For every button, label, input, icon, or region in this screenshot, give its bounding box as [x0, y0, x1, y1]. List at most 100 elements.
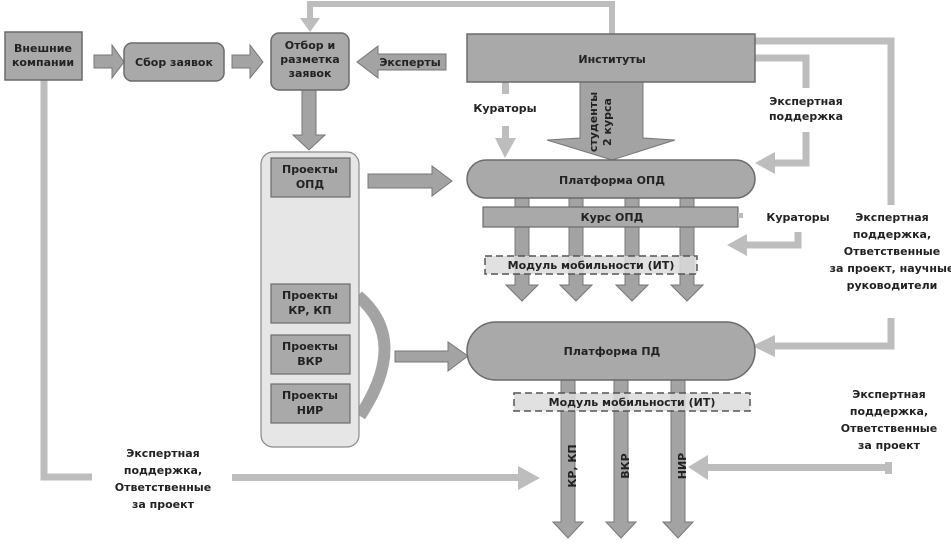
- bracket-pd-projects: [353, 291, 391, 420]
- connector-expert-support-3-h: [232, 474, 522, 481]
- text-line: Платформа ПД: [564, 345, 661, 358]
- expert-support-3-label: Экспертная поддержка, Ответственные за прое…: [115, 447, 211, 511]
- arrowhead-curators-right: [727, 234, 747, 256]
- arrow-external-to-collect: [93, 43, 125, 80]
- box-projects-opd: [270, 157, 351, 198]
- curators-top-label: Кураторы: [473, 102, 536, 115]
- text-line: НИР: [297, 404, 323, 417]
- arrow-projects-opd-to-platform: [367, 165, 453, 197]
- text-line: Отбор и: [285, 39, 335, 52]
- text-line: Кураторы: [766, 211, 829, 224]
- experts-label: Эксперты: [379, 56, 440, 69]
- connector-expert-support-2-bottom: [770, 318, 895, 350]
- arrow-students: [546, 81, 676, 161]
- connector-expert-support-1: [755, 54, 810, 88]
- arrowhead-selection-top: [300, 18, 320, 32]
- text-line: заявок: [289, 67, 332, 80]
- connector-expert-support-2-top: [755, 37, 895, 205]
- text-line: Проекты: [282, 289, 338, 302]
- arrowhead-curators-top: [495, 138, 516, 158]
- box-platform-pd: [466, 321, 756, 381]
- mobility-module-1-label: Модуль мобильности (ИТ): [508, 259, 675, 272]
- expert-support-4-label: Экспертная поддержка, Ответственные за прое…: [841, 388, 937, 452]
- arrowhead-expert-support-1: [755, 152, 775, 174]
- out-nir-label: НИР: [676, 453, 689, 479]
- text-line: Ответственные: [844, 245, 940, 258]
- arrowhead-expert-support-2: [752, 335, 775, 357]
- text-line: Ответственные: [115, 481, 211, 494]
- box-select-requests: [270, 32, 350, 91]
- text-line: поддержка: [769, 110, 843, 123]
- text-line: ВКР: [297, 355, 322, 368]
- text-line: за проект, научные: [830, 262, 951, 275]
- text-line: Модуль мобильности (ИТ): [508, 259, 675, 272]
- text-line: Внешние: [14, 42, 72, 55]
- text-line: Ответственные: [841, 422, 937, 435]
- connector-curators-right: [745, 232, 802, 249]
- connector-institutes-to-selection: [307, 1, 615, 34]
- text-line: ВКР: [619, 453, 632, 478]
- arrow-select-to-projects: [291, 89, 327, 151]
- text-line: Кураторы: [473, 102, 536, 115]
- platform-pd-label: Платформа ПД: [564, 345, 661, 358]
- text-line: КР, КП: [566, 444, 579, 487]
- expert-support-1-label: Экспертная поддержка: [769, 95, 843, 123]
- students-label: студенты2 курса: [587, 92, 614, 152]
- arrow-collect-to-select: [231, 43, 264, 80]
- connector-external-companies: [40, 80, 92, 481]
- text-line: поддержка,: [853, 228, 931, 241]
- box-mobility-module-2: [513, 392, 751, 412]
- connector-curators-top-2: [502, 126, 509, 148]
- text-line: Проекты: [282, 340, 338, 353]
- box-collect-requests: [123, 42, 225, 82]
- text-line: руководители: [847, 279, 938, 292]
- text-line: Экспертная: [126, 447, 199, 460]
- text-line: Экспертная: [855, 211, 928, 224]
- arrowhead-expert-support-4: [688, 455, 708, 480]
- mobility-module-2-label: Модуль мобильности (ИТ): [549, 396, 716, 409]
- collect-requests-label: Сбор заявок: [135, 56, 213, 69]
- box-projects-kr-kp: [270, 283, 351, 324]
- expert-support-2-label: Экспертная поддержка, Ответственные за прое…: [830, 211, 951, 292]
- institutes-label: Институты: [578, 53, 645, 66]
- box-platform-opd: [466, 159, 756, 199]
- text-line: Сбор заявок: [135, 56, 213, 69]
- text-line: поддержка,: [124, 464, 202, 477]
- box-mobility-module-1: [484, 255, 698, 275]
- text-line: НИР: [676, 453, 689, 479]
- text-line: Институты: [578, 53, 645, 66]
- box-external-companies: [4, 31, 83, 81]
- text-line: Модуль мобильности (ИТ): [549, 396, 716, 409]
- text-line: Экспертная: [852, 388, 925, 401]
- text-line: Эксперты: [379, 56, 440, 69]
- text-line: Проекты: [282, 389, 338, 402]
- text-line: Экспертная: [769, 95, 842, 108]
- text-line: компании: [12, 56, 74, 69]
- curators-right-label: Кураторы: [766, 211, 829, 224]
- text-line: Платформа ОПД: [559, 174, 665, 187]
- out-kr-kp-label: КР, КП: [566, 444, 579, 487]
- arrow-experts: [356, 44, 447, 80]
- connector-expert-support-4-h: [705, 464, 892, 471]
- text-line: поддержка,: [850, 405, 928, 418]
- connector-curators-top-1: [502, 82, 509, 94]
- text-line: за проект: [858, 439, 921, 452]
- arrowhead-expert-support-3: [518, 466, 540, 490]
- out-vkr-label: ВКР: [619, 453, 632, 478]
- course-opd-label: Курс ОПД: [581, 211, 644, 224]
- text-line: за проект: [132, 498, 195, 511]
- course-opd-tab: [738, 213, 743, 218]
- arrow-projects-to-platform-pd: [394, 341, 469, 372]
- text-line: разметка: [280, 53, 339, 66]
- text-line: Проекты: [282, 163, 338, 176]
- box-projects-nir: [270, 383, 351, 424]
- box-institutes: [466, 33, 756, 83]
- text-line: ОПД: [296, 178, 325, 191]
